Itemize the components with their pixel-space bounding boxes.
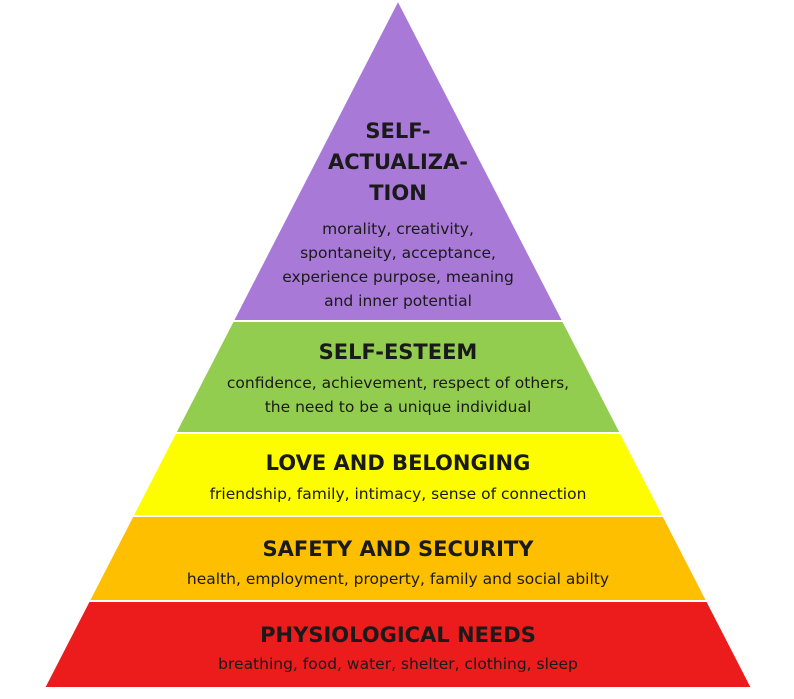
tier-2-description: the need to be a unique individual <box>265 398 532 416</box>
tier-1-description: and inner potential <box>324 292 472 310</box>
tier-4-title: SAFETY AND SECURITY <box>263 537 535 561</box>
tier-1-title: SELF- <box>365 119 430 143</box>
tier-2-description: confidence, achievement, respect of othe… <box>227 374 569 392</box>
tier-1-description: spontaneity, acceptance, <box>300 244 496 262</box>
tier-4-description: health, employment, property, family and… <box>187 570 609 588</box>
tier-5-title: PHYSIOLOGICAL NEEDS <box>260 623 536 647</box>
tier-3-title: LOVE AND BELONGING <box>266 451 531 475</box>
tier-1-title: TION <box>369 181 427 205</box>
tier-1-description: morality, creativity, <box>322 220 474 238</box>
tier-3-description: friendship, family, intimacy, sense of c… <box>210 485 587 503</box>
pyramid-tier-5 <box>42 600 754 689</box>
tier-5-description: breathing, food, water, shelter, clothin… <box>218 655 578 673</box>
tier-1-description: experience purpose, meaning <box>282 268 514 286</box>
tier-1-title: ACTUALIZA- <box>328 150 468 174</box>
tier-2-title: SELF-ESTEEM <box>319 340 478 364</box>
